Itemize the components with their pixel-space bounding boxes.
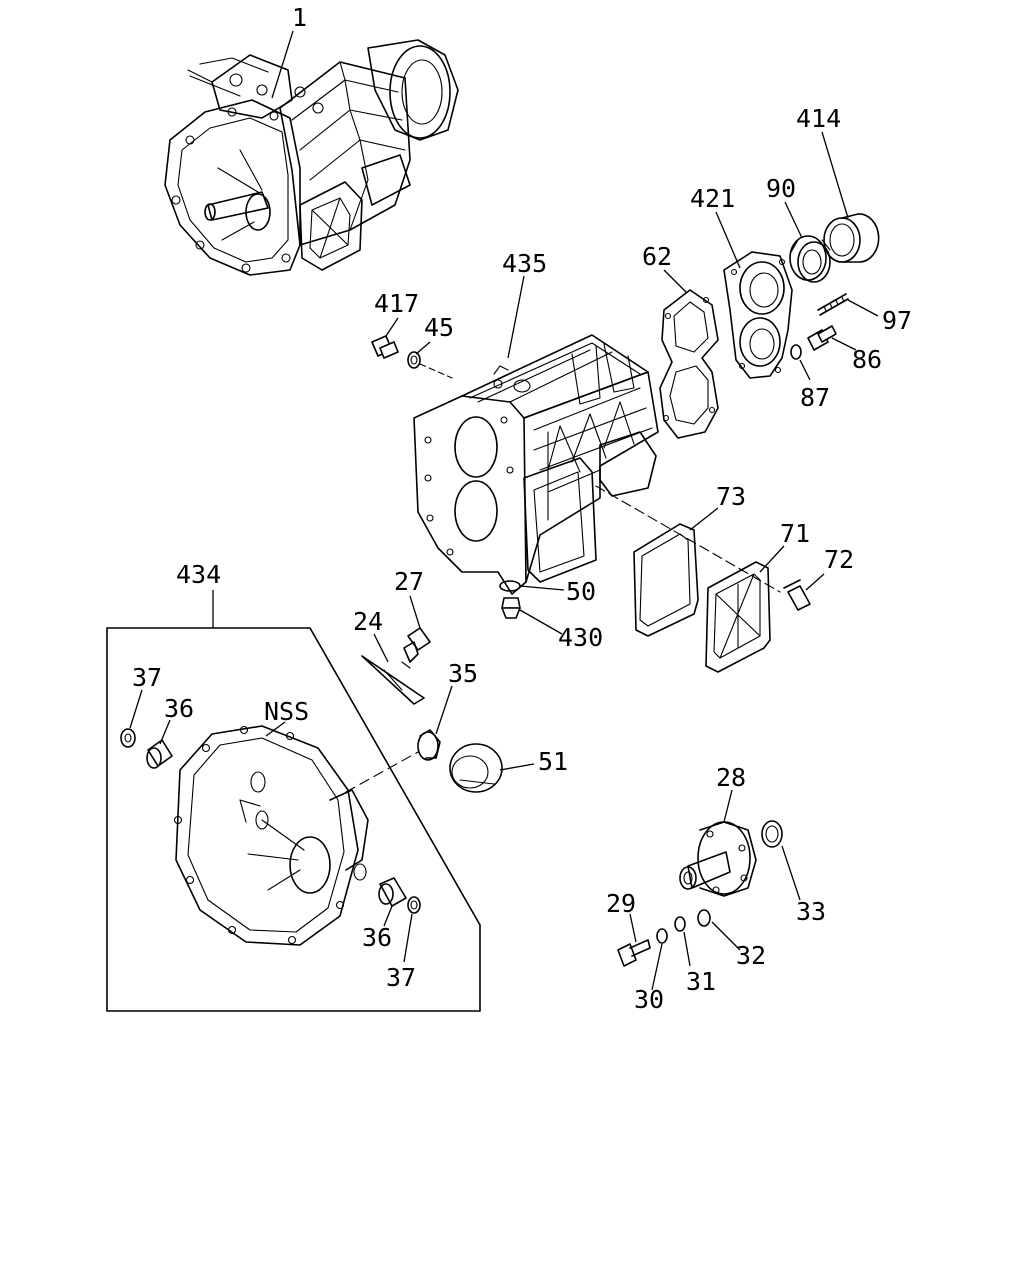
cap-51: [449, 743, 503, 793]
callout-27: 27: [394, 567, 424, 596]
seal-33: [761, 820, 783, 848]
rear-gasket: [659, 289, 719, 439]
side-cover: [705, 561, 771, 673]
callout-labels: 1 414 90 421 62 435 417 45 97 86 87 73 7…: [132, 3, 912, 1014]
callout-421: 421: [690, 184, 735, 213]
callout-32: 32: [736, 941, 766, 970]
callout-28: 28: [716, 763, 746, 792]
side-cover-gasket: [633, 523, 699, 637]
transmission-case: [413, 334, 659, 595]
callout-33: 33: [796, 897, 826, 926]
callout-90: 90: [766, 174, 796, 203]
switch-27: [401, 627, 431, 669]
clutch-housing-kit-frame: [106, 627, 481, 1012]
washer-45: [407, 351, 421, 369]
plug-417: [371, 335, 399, 359]
oil-seal-ring: [823, 213, 880, 263]
callout-97: 97: [882, 306, 912, 335]
callout-417: 417: [374, 289, 419, 318]
leader-lines: [129, 30, 879, 991]
callout-50: 50: [566, 577, 596, 606]
callout-1: 1: [292, 3, 307, 32]
bushing-35: [417, 729, 441, 761]
callout-nss: NSS: [264, 697, 309, 726]
washer-87: [790, 344, 802, 360]
plug-bolt-86: [807, 325, 837, 351]
washer-31: [674, 916, 686, 932]
bolt-29: [617, 939, 651, 967]
front-bearing-retainer: [679, 821, 757, 897]
callout-35: 35: [448, 659, 478, 688]
callout-87: 87: [800, 383, 830, 412]
callout-430: 430: [558, 623, 603, 652]
callout-86: 86: [852, 345, 882, 374]
callout-45: 45: [424, 313, 454, 342]
stud-bolt: [817, 293, 849, 316]
bolt-72: [783, 579, 811, 611]
plate-24: [361, 655, 425, 705]
callout-30: 30: [634, 985, 664, 1014]
o-ring-32: [697, 909, 711, 927]
callout-414: 414: [796, 104, 841, 133]
callout-29: 29: [606, 889, 636, 918]
callout-24: 24: [353, 607, 383, 636]
callout-31: 31: [686, 967, 716, 996]
callout-62: 62: [642, 242, 672, 271]
callout-73: 73: [716, 482, 746, 511]
callout-37-left: 37: [132, 663, 162, 692]
transmission-assembly: [164, 39, 459, 276]
callout-435: 435: [502, 249, 547, 278]
callout-37-right: 37: [386, 963, 416, 992]
bearing-retainer-housing: [723, 251, 793, 379]
callout-36-right: 36: [362, 923, 392, 952]
callout-434: 434: [176, 560, 221, 589]
drain-plug-430: [501, 597, 521, 619]
washer-30: [656, 928, 668, 944]
ball-bearing: [789, 235, 831, 283]
callout-36-left: 36: [164, 694, 194, 723]
callout-71: 71: [780, 519, 810, 548]
callout-72: 72: [824, 545, 854, 574]
callout-51: 51: [538, 747, 568, 776]
